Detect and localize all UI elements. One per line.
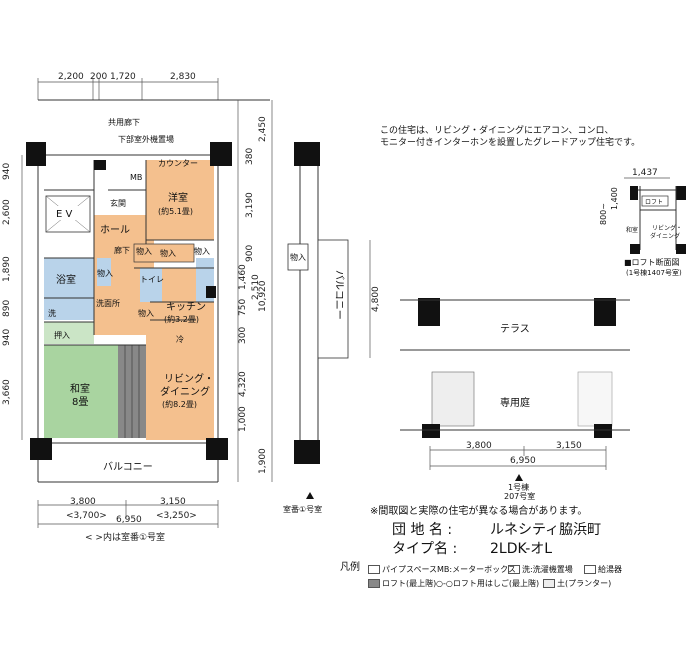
western-room-size: (約5.1畳)	[158, 206, 193, 216]
legend-item-pipe: パイプスペース	[368, 564, 437, 575]
storage-3-label: 物入	[194, 246, 210, 256]
dim-top-4: 2,830	[170, 72, 196, 82]
side-storage-label: 物入	[290, 252, 306, 262]
dim-mid-3: 3,190	[245, 192, 255, 218]
legend-item-ladder: ○-○ロフト用はしご(最上階)	[436, 579, 540, 588]
pipe-space-icon	[368, 565, 380, 574]
note-line-1: この住宅は、リビング・ダイニングにエアコン、コンロ、	[380, 126, 614, 136]
legend-item-loft: ロフト(最上階)	[368, 578, 436, 589]
balcony-side-label: バルコニー	[333, 270, 345, 320]
ev-label: E V	[56, 209, 72, 220]
project-name: ルネシティ脇浜町	[490, 522, 602, 538]
dim-mid-4: 900	[245, 245, 255, 262]
dim-top-1: 2,200	[58, 72, 84, 82]
side-room-label: 室番①号室	[283, 504, 322, 514]
toilet-label: トイレ	[140, 275, 164, 284]
dim-top-2: 200	[90, 72, 107, 82]
bath-label: 浴室	[56, 273, 76, 286]
kitchen-size: (約3.2畳)	[164, 314, 199, 324]
dim-mid-1: 2,450	[258, 116, 268, 142]
washer-label: 洗	[48, 308, 56, 318]
washroom-label: 洗面所	[96, 298, 120, 308]
counter-label: カウンター	[158, 159, 198, 168]
dim-total-height: 10,920	[258, 280, 268, 312]
disclaimer: ※間取図と実際の住宅が異なる場合があります。	[370, 506, 588, 517]
terrace-label: テラス	[500, 323, 530, 335]
type-label: タイプ名 :	[392, 541, 458, 557]
dim-left-4: 890	[2, 300, 12, 317]
loft-ld-label-1: リビング・	[652, 224, 682, 232]
legend-item-soil: 土(プランター)	[543, 578, 611, 589]
dim-bottom-total: 6,950	[116, 515, 142, 525]
dim-bottom-alt-1: <3,700>	[66, 511, 107, 521]
garden-label: 専用庭	[500, 396, 530, 409]
storage-4-label: 物入	[97, 268, 113, 278]
loft-section-subtitle: (1号棟1407号室)	[626, 268, 682, 277]
loft-dim-2: 1,400	[610, 187, 619, 210]
dim-left-3: 1,890	[2, 256, 12, 282]
dim-mid-7: 300	[238, 327, 248, 344]
corridor-label: 廊下	[114, 245, 130, 255]
washer-icon	[508, 565, 520, 574]
loft-swatch-icon	[368, 579, 380, 588]
loft-dim-1: 1,437	[632, 168, 658, 178]
room-number-note: < >内は室番①号室	[85, 531, 165, 543]
legend-title: 凡例	[340, 562, 360, 573]
hall-label: ホール	[100, 224, 130, 236]
water-heater-icon	[584, 565, 596, 574]
type-name: 2LDK-オL	[490, 541, 553, 557]
ladder-icon: ○-○	[436, 579, 453, 588]
garden-dim-total: 6,950	[510, 456, 536, 466]
dim-mid-9: 1,000	[238, 406, 248, 432]
dim-bottom-2: 3,150	[160, 497, 186, 507]
balcony-bottom-label: バルコニー	[103, 461, 153, 473]
loft-section-title: ■ロフト断面図	[624, 257, 680, 267]
garden-caption-2: 207号室	[504, 491, 535, 501]
dim-left-2: 2,600	[2, 199, 12, 225]
dim-mid-10: 1,900	[258, 448, 268, 474]
dim-left-6: 3,660	[2, 379, 12, 405]
fridge-mark: 冷	[176, 334, 184, 344]
storage-2-label: 物入	[160, 248, 176, 258]
storage-5-label: 物入	[138, 308, 154, 318]
garden-dim-2: 3,150	[556, 441, 582, 451]
dim-left-5: 940	[2, 329, 12, 346]
shared-corridor-label: 共用廊下	[108, 117, 140, 127]
garden-side-dim: 4,800	[371, 286, 381, 312]
outdoor-unit-label: 下部室外機置場	[118, 134, 174, 144]
garden-dim-1: 3,800	[466, 441, 492, 451]
dim-mid-5: 1,460	[238, 264, 248, 290]
loft-ld-label-2: ダイニング	[650, 232, 680, 240]
loft-dim-3: 800~	[599, 203, 608, 225]
entrance-label: 玄関	[110, 198, 126, 208]
legend-item-mb: MB:メーターボックス	[437, 565, 516, 574]
dim-top-3: 1,720	[110, 72, 136, 82]
loft-label: ロフト	[645, 199, 663, 206]
dim-mid-2: 380	[245, 148, 255, 165]
dim-bottom-alt-2: <3,250>	[156, 511, 197, 521]
closet-label: 押入	[54, 330, 70, 340]
garden-caption-1: 1号棟	[508, 482, 529, 492]
kitchen-label: キッチン	[166, 301, 206, 313]
dim-left-1: 940	[2, 163, 12, 180]
living-label: リビング・	[164, 372, 214, 385]
japanese-room-size: 8畳	[72, 396, 88, 408]
dim-bottom-1: 3,800	[70, 497, 96, 507]
western-room-label: 洋室	[168, 191, 188, 204]
legend-item-heater: 給湯器	[584, 564, 622, 575]
mb-label: MB	[130, 173, 142, 182]
dim-mid2: 2,510	[251, 274, 261, 300]
legend-item-washer: 洗:洗濯機置場	[508, 564, 573, 575]
dining-label: ダイニング	[160, 385, 210, 398]
living-size: (約8.2畳)	[162, 399, 197, 409]
note-line-2: モニター付きインターホンを設置したグレードアップ住宅です。	[380, 138, 641, 148]
dim-mid-8: 4,320	[238, 371, 248, 397]
storage-1-label: 物入	[136, 246, 152, 256]
loft-jp-label: 和室	[626, 226, 638, 234]
japanese-room-label: 和室	[70, 382, 90, 395]
dim-mid-6: 750	[238, 299, 248, 316]
project-label: 団 地 名 :	[392, 522, 453, 538]
soil-icon	[543, 579, 555, 588]
